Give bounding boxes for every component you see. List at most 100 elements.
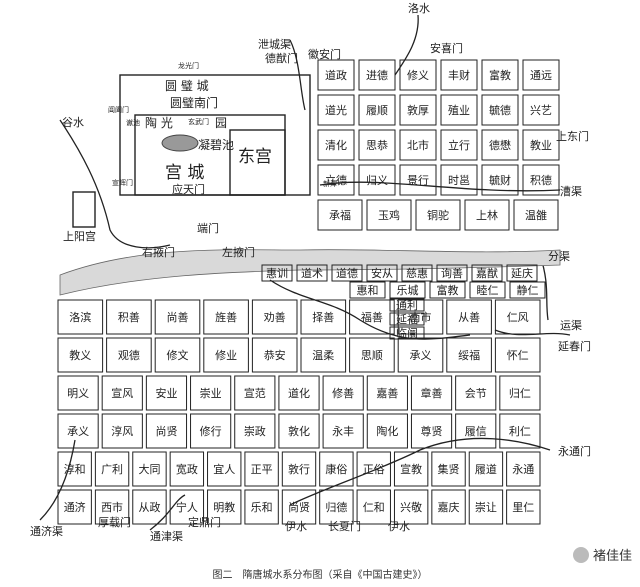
- ward-block: [319, 489, 354, 525]
- ward-label: 嘉善: [376, 386, 398, 400]
- dexian-gate-label: 德猷门: [265, 51, 298, 65]
- ward-block: [57, 299, 104, 335]
- ward-block: [389, 326, 425, 340]
- ward-label: 慈惠: [406, 266, 428, 280]
- ward-label: 询善: [441, 266, 463, 280]
- ward-block: [57, 337, 104, 373]
- ward-block: [94, 489, 130, 525]
- ward-label: 承福: [329, 208, 351, 222]
- ward-label: 正俗: [363, 463, 385, 476]
- ward-block: [506, 451, 541, 487]
- ward-label: 敦厚: [407, 103, 429, 117]
- ward-block: [464, 199, 510, 231]
- ward-block: [349, 281, 386, 299]
- north-ward-grid: 道政进德修义丰财富教通远道光履顺敦厚殖业毓德兴艺清化思恭北市立行德懋教业立德归义…: [317, 59, 560, 231]
- ward-label: 承义: [410, 349, 432, 362]
- ward-label: 观德: [118, 348, 140, 362]
- ward-block: [296, 264, 328, 282]
- ward-block: [154, 337, 201, 373]
- ward-label: 温雒: [525, 208, 547, 222]
- ward-label: 宽政: [176, 462, 198, 476]
- ward-block: [429, 281, 466, 299]
- ward-label: 履道: [475, 462, 497, 476]
- cao-label: 漕渠: [560, 184, 582, 198]
- ward-block: [106, 299, 152, 335]
- ward-label: 择善: [312, 310, 334, 324]
- ward-block: [358, 59, 396, 91]
- ward-block: [455, 375, 497, 411]
- ward-label: 立德: [325, 173, 347, 187]
- yingtian-gate-label: 应天门: [172, 182, 205, 196]
- ward-block: [481, 129, 519, 161]
- ward-block: [366, 413, 408, 449]
- changhe-gate-label: 阊阖门: [108, 105, 129, 114]
- ward-block: [471, 264, 503, 282]
- ward-label: 毓财: [489, 173, 511, 187]
- ward-label: 铜驼: [427, 208, 449, 222]
- gu-river-label: 谷水: [62, 116, 84, 129]
- changxia-gate-label: 长夏门: [328, 519, 361, 533]
- ward-block: [436, 264, 468, 282]
- ward-label: 恭安: [264, 348, 286, 362]
- ward-label: 德懋: [489, 138, 511, 152]
- ward-block: [481, 94, 519, 126]
- ward-block: [281, 451, 317, 487]
- ward-block: [397, 299, 444, 335]
- ward-label: 仁和: [363, 501, 385, 514]
- ward-label: 履顺: [366, 104, 388, 117]
- ward-block: [317, 129, 355, 161]
- ward-label: 清化: [325, 138, 347, 152]
- ward-label: 嘉庆: [438, 500, 460, 514]
- ward-label: 上林: [476, 208, 498, 222]
- ward-label: 正平: [251, 463, 273, 476]
- ward-block: [317, 94, 355, 126]
- ward-block: [410, 375, 453, 411]
- yun-label: 运渠: [560, 319, 582, 332]
- ward-label: 会节: [465, 387, 487, 400]
- figure-caption: 图二 隋唐城水系分布图（采自《中国古建史》）: [212, 570, 428, 581]
- ward-label: 陶化: [376, 424, 398, 438]
- ward-block: [366, 375, 408, 411]
- ward-block: [251, 337, 298, 373]
- ward-block: [278, 413, 320, 449]
- ward-block: [410, 413, 453, 449]
- ward-block: [101, 413, 143, 449]
- ward-label: 从政: [138, 500, 160, 514]
- ward-label: 乐和: [251, 501, 273, 514]
- ward-block: [494, 299, 541, 335]
- ward-block: [57, 451, 92, 487]
- ward-label: 修善: [332, 386, 354, 400]
- ward-label: 进德: [366, 68, 388, 82]
- ward-block: [506, 489, 541, 525]
- ward-block: [300, 337, 347, 373]
- ward-block: [494, 337, 541, 373]
- ward-label: 淳风: [111, 424, 133, 438]
- ward-label: 积善: [118, 310, 140, 324]
- ward-label: 宣风: [111, 386, 133, 400]
- xuanhui-gate-label: 宣辉门: [112, 178, 133, 187]
- ward-block: [481, 59, 519, 91]
- east-palace-box: [229, 129, 286, 196]
- watermark-text: 褚佳佳: [592, 549, 632, 564]
- ward-label: 尚贤: [155, 424, 177, 438]
- ward-block: [57, 489, 92, 525]
- ward-label: 永丰: [332, 424, 354, 438]
- yanchun-gate-label: 延春门: [558, 339, 591, 353]
- ward-block: [366, 199, 412, 231]
- ward-label: 承义: [67, 425, 89, 438]
- ward-block: [522, 164, 560, 196]
- ward-label: 归德: [325, 500, 347, 514]
- ward-block: [132, 451, 167, 487]
- ward-block: [415, 199, 461, 231]
- shangdong-gate-label: 上东门: [556, 129, 589, 143]
- ward-block: [349, 337, 395, 373]
- ward-label: 延福: [396, 312, 418, 326]
- ward-block: [356, 451, 391, 487]
- shangyang-label: 上阳宫: [63, 229, 96, 243]
- ward-block: [57, 375, 99, 411]
- luo-upper: [394, 14, 419, 76]
- ward-block: [499, 375, 541, 411]
- ward-label: 崇业: [200, 387, 222, 400]
- ward-block: [278, 375, 320, 411]
